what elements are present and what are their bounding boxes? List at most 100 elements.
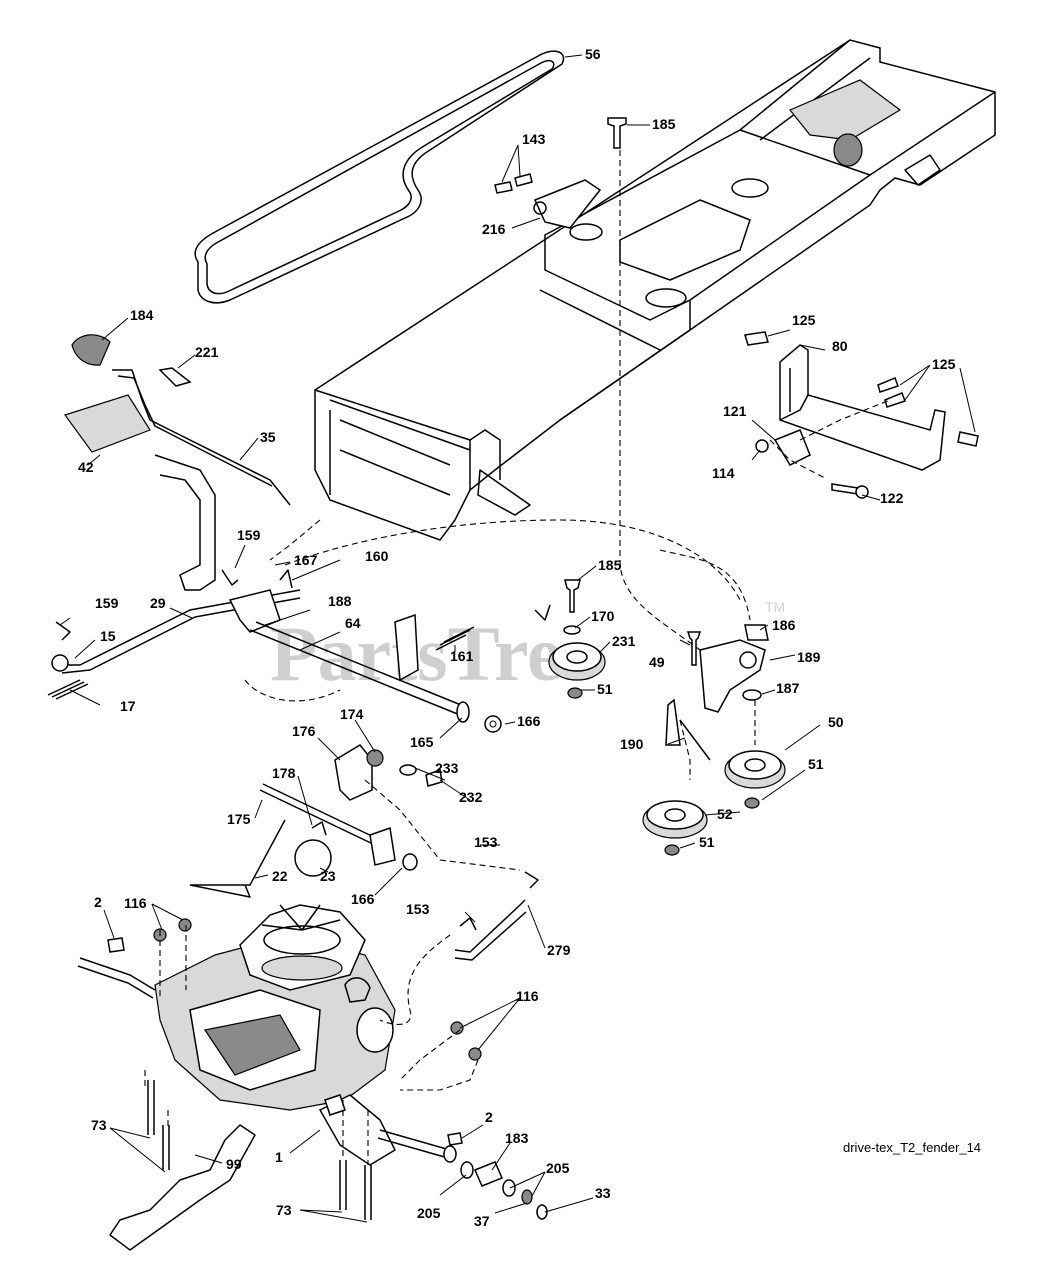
callout-187: 187 xyxy=(776,680,800,696)
bolt-73-b xyxy=(162,1125,170,1170)
watermark-tm: TM xyxy=(765,599,785,615)
figure-caption: drive-tex_T2_fender_14 xyxy=(843,1140,981,1155)
bolt-125-d xyxy=(957,431,979,447)
pedal-pad-42 xyxy=(64,394,151,453)
callout-178: 178 xyxy=(272,765,296,781)
callout-159-left: 159 xyxy=(95,595,119,611)
washer-205-a xyxy=(460,1161,474,1179)
lever-22 xyxy=(189,819,286,898)
clip-33 xyxy=(536,1204,548,1220)
shaft-64 xyxy=(249,613,470,723)
bolt-122-head xyxy=(855,485,869,499)
pedal-arm xyxy=(154,454,216,591)
ring-23 xyxy=(294,839,332,877)
callout-37: 37 xyxy=(474,1213,490,1229)
rod-99 xyxy=(109,1124,256,1251)
callout-51-a: 51 xyxy=(597,681,613,697)
bolt-185-top xyxy=(607,117,627,149)
callout-116-left: 116 xyxy=(124,895,147,911)
callout-51-b: 51 xyxy=(808,756,824,772)
callout-189: 189 xyxy=(797,649,821,665)
spring-161 xyxy=(435,626,475,651)
callout-190: 190 xyxy=(620,736,644,752)
watermark: PartsTree xyxy=(270,610,596,697)
idler-arm-189 xyxy=(699,639,766,713)
callout-121: 121 xyxy=(723,403,747,419)
hook xyxy=(534,604,551,621)
callout-221: 221 xyxy=(195,344,219,360)
callout-64: 64 xyxy=(345,615,361,631)
callout-116-right: 116 xyxy=(516,988,539,1004)
washer-187 xyxy=(742,689,762,701)
callout-125-b: 125 xyxy=(932,356,956,372)
callout-183: 183 xyxy=(505,1130,529,1146)
nut-51-a xyxy=(567,687,583,699)
callout-279: 279 xyxy=(547,942,571,958)
callout-174: 174 xyxy=(340,706,364,722)
callout-15: 15 xyxy=(100,628,116,644)
callout-188: 188 xyxy=(328,593,352,609)
clip-221 xyxy=(158,367,192,387)
key-2-right xyxy=(447,1132,463,1146)
nut-116-b xyxy=(178,918,192,932)
pulley-52 xyxy=(642,800,708,839)
nut-116-c xyxy=(450,1021,464,1035)
nut-174 xyxy=(366,749,384,767)
pin-159 xyxy=(221,569,239,586)
callout-231: 231 xyxy=(612,633,636,649)
callout-73-left: 73 xyxy=(91,1117,107,1133)
callout-50: 50 xyxy=(828,714,844,730)
washer-205-b xyxy=(502,1179,516,1197)
callout-153-b: 153 xyxy=(406,901,430,917)
callout-1: 1 xyxy=(275,1149,283,1165)
callout-161: 161 xyxy=(450,648,474,664)
rod-279 xyxy=(454,899,526,953)
callout-122: 122 xyxy=(880,490,904,506)
nut-51-b xyxy=(744,797,760,809)
washer-166-bottom xyxy=(402,853,418,871)
fender-bracket-80 xyxy=(779,344,946,471)
callout-2-left: 2 xyxy=(94,894,102,910)
callout-29: 29 xyxy=(150,595,166,611)
washer-15 xyxy=(51,654,69,672)
callout-175: 175 xyxy=(227,811,251,827)
callout-56: 56 xyxy=(585,46,601,62)
callout-73-bottom: 73 xyxy=(276,1202,292,1218)
bolt-73-d xyxy=(364,1165,372,1220)
key-2-left xyxy=(107,937,125,953)
pulley-50 xyxy=(724,750,786,789)
callout-99: 99 xyxy=(226,1156,242,1172)
callout-17: 17 xyxy=(120,698,136,714)
clip-160 xyxy=(279,569,293,589)
callout-167: 167 xyxy=(294,552,318,568)
bolt-125-b xyxy=(877,377,899,393)
washer-170 xyxy=(563,625,581,635)
callout-166-top: 166 xyxy=(517,713,541,729)
leader-lines xyxy=(59,54,976,1223)
drive-belt xyxy=(194,50,565,304)
callout-49: 49 xyxy=(649,654,665,670)
callout-80: 80 xyxy=(832,338,848,354)
callout-233: 233 xyxy=(435,760,459,776)
bracket-176 xyxy=(334,744,373,801)
rod-35 xyxy=(112,369,291,506)
shaft-175 xyxy=(259,783,396,866)
bracket-216 xyxy=(494,173,602,229)
bracket-190 xyxy=(665,698,681,746)
callout-51-c: 51 xyxy=(699,834,715,850)
callout-52: 52 xyxy=(717,806,733,822)
callout-170: 170 xyxy=(591,608,615,624)
clip-153-a xyxy=(524,871,539,889)
callout-23: 23 xyxy=(320,868,336,884)
spring-178 xyxy=(311,821,327,836)
bolt-49 xyxy=(686,631,702,666)
callout-35: 35 xyxy=(260,429,276,445)
callout-143: 143 xyxy=(522,131,546,147)
nut-51-c xyxy=(664,844,680,856)
callout-2-right: 2 xyxy=(485,1109,493,1125)
callout-185-pulley: 185 xyxy=(598,557,622,573)
callout-166-bottom: 166 xyxy=(351,891,375,907)
callout-176: 176 xyxy=(292,723,316,739)
spacer-183 xyxy=(474,1161,503,1187)
